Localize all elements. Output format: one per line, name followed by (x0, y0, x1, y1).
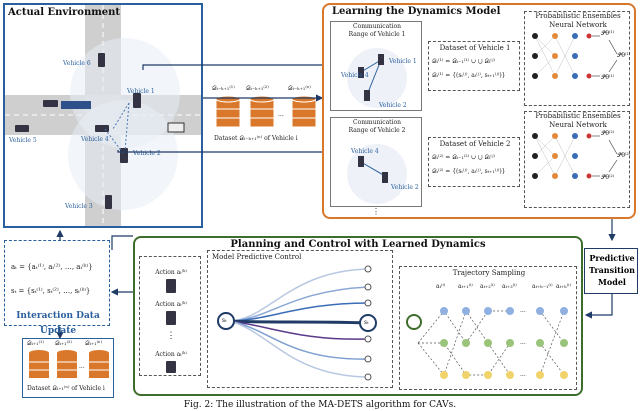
neural-network-1 (532, 33, 618, 79)
ensemble1-output-c: 𝒫̂θ⁽¹⁾ (601, 74, 615, 81)
database-cylinders-top (215, 96, 317, 128)
dataset-top-group: 𝒟ᵢ₋ₕ₊₁⁽¹⁾ 𝒟ᵢ₋ₕ₊₁⁽²⁾ 𝒟ᵢ₋ₕ₊₁⁽ⁿ⁾ ... Datase… (210, 85, 320, 150)
planning-title: Planning and Control with Learned Dynami… (230, 239, 486, 250)
action-label-2: Action aₜ⁽ᵏ⁾ (155, 301, 187, 308)
update-label-1: 𝒟ᵢ₊₁⁽¹⁾ (27, 340, 44, 347)
mpc-box: Model Predictive Control sₜ sₜ (207, 250, 393, 388)
comm-range-2: Communication Range of Vehicle 2 Vehicle… (330, 117, 422, 207)
comm-vdots: ⋮ (372, 207, 380, 216)
update-box: 𝒟ᵢ₊₁⁽¹⁾ 𝒟ᵢ₊₁⁽²⁾ 𝒟ᵢ₊₁⁽ⁿ⁾ ... Dataset 𝒟ᵢ₊₁… (22, 338, 114, 398)
learning-title: Learning the Dynamics Model (332, 6, 501, 17)
st-node-circle (406, 314, 422, 330)
comm1-line2: Range of Vehicle 1 (348, 31, 406, 38)
vehicle-label-4: Vehicle 4 (81, 136, 109, 143)
predictive-line3: Model (598, 277, 626, 287)
dataset-top-label-2: 𝒟ᵢ₋ₕ₊₁⁽²⁾ (246, 85, 269, 92)
ensemble1-output-a: 𝒫̂θ⁽¹⁾ (601, 30, 615, 37)
dataset-top-label-1: 𝒟ᵢ₋ₕ₊₁⁽¹⁾ (212, 85, 235, 92)
update-label-n: 𝒟ᵢ₊₁⁽ⁿ⁾ (85, 340, 103, 347)
comm1-vehicle-1: Vehicle 1 (389, 58, 417, 65)
actual-environment-panel: Actual Environment Vehicle 6 Vehicle 1 V… (3, 3, 203, 228)
vehicle-label-1: Vehicle 1 (127, 88, 155, 95)
interaction-line1: aₜ = {aₜ⁽¹⁾, aₜ⁽²⁾, …, aₜ⁽ᵏ⁾} (11, 263, 93, 271)
comm2-vehicle-2: Vehicle 2 (391, 184, 419, 191)
dataset-vehicle-1-box: Dataset of Vehicle 1 𝒟ᵢ⁽¹⁾ = 𝒟ᵢ₋₁⁽¹⁾ ∪ ⋃… (428, 41, 520, 91)
comm1-line1: Communication (353, 23, 401, 30)
comm1-vehicle-2: Vehicle 2 (379, 102, 407, 109)
neural-network-2 (532, 133, 618, 179)
mpc-label: Model Predictive Control (212, 253, 302, 261)
mpc-st-right: sₜ (364, 319, 369, 326)
comm1-diagram (347, 48, 407, 108)
interaction-line2: sₜ = {sₜ⁽¹⁾, sₜ⁽²⁾, …, sₜ⁽ᵏ⁾} (11, 287, 91, 295)
comm1-vehicle-4: Vehicle 4 (341, 72, 369, 79)
trajectory-grid (417, 307, 568, 379)
predictive-transition-box: Predictive Transition Model (584, 248, 638, 294)
traj-dash-3: ... (520, 371, 526, 378)
comm2-line2: Range of Vehicle 2 (348, 127, 406, 134)
vehicle-label-5: Vehicle 5 (9, 137, 37, 144)
ensemble1-label-1: Probabilistic Ensembles (535, 12, 621, 20)
ensemble-box-2: Probabilistic Ensembles Neural Network 𝒫… (524, 111, 630, 208)
learning-panel: Learning the Dynamics Model Communicatio… (322, 3, 636, 219)
environment-map (5, 5, 201, 226)
predictive-line2: Transition (588, 265, 635, 275)
ensemble2-output-c: 𝒫̂θ⁽²⁾ (601, 174, 615, 181)
dataset-vehicle-2-box: Dataset of Vehicle 2 𝒟ᵢ⁽²⁾ = 𝒟ᵢ₋₁⁽²⁾ ∪ ⋃… (428, 137, 520, 187)
dataset1-title: Dataset of Vehicle 1 (439, 44, 511, 52)
traj-col-6: aₜ₊ₕ⁽ⁱ⁾ (556, 283, 571, 290)
comm2-vehicle-4: Vehicle 4 (351, 148, 379, 155)
trajectory-sampling-box: Trajectory Sampling aₜ⁽ⁱ⁾ aₜ₊₁⁽ⁱ⁾ aₜ₊₂⁽ⁱ… (399, 266, 577, 390)
ensemble2-output-a: 𝒫̂θ⁽²⁾ (601, 130, 615, 137)
comm-range-1: Communication Range of Vehicle 1 Vehicle… (330, 21, 422, 111)
interaction-title: Interaction Data (16, 311, 100, 321)
dataset1-line2: 𝒟ᵢ⁽¹⁾ = {(sₜ⁽ʲ⁾, aₜ⁽ʲ⁾, sₜ₊₁⁽ʲ⁾)} (432, 72, 506, 79)
traj-col-3: aₜ₊₂⁽ⁱ⁾ (480, 283, 495, 290)
traj-col-2: aₜ₊₁⁽ⁱ⁾ (458, 283, 473, 290)
action-label-1: Action aₜ⁽ᵏ⁾ (155, 269, 187, 276)
update-caption: Dataset 𝒟ᵢ₊₁⁽ⁿ⁾ of Vehicle i (27, 385, 105, 392)
dataset2-line2: 𝒟ᵢ⁽²⁾ = {(sₜ⁽ʲ⁾, aₜ⁽ʲ⁾, sₜ₊₁⁽ʲ⁾)} (432, 168, 506, 175)
action-label-3: Action aₜ⁽ᵏ⁾ (155, 351, 187, 358)
ensemble2-label-1: Probabilistic Ensembles (535, 112, 621, 120)
action-dots: ⋮ (166, 331, 176, 341)
database-cylinders-update (29, 350, 109, 378)
ensemble1-output-b: 𝒫̂θ⁽¹⁾ (617, 52, 631, 59)
dataset-top-caption: Dataset 𝒟ᵢ₋ₕ₊₁⁽ⁿ⁾ of Vehicle i (214, 135, 298, 142)
interaction-data-box: aₜ = {aₜ⁽¹⁾, aₜ⁽²⁾, …, aₜ⁽ᵏ⁾} sₜ = {sₜ⁽¹… (4, 240, 110, 326)
traj-col-1: aₜ⁽ⁱ⁾ (436, 283, 446, 290)
traj-col-4: aₜ₊₃⁽ⁱ⁾ (502, 283, 517, 290)
dataset-top-dots: ... (278, 111, 284, 118)
vehicle-label-2: Vehicle 2 (133, 150, 161, 157)
traj-title: Trajectory Sampling (452, 269, 526, 277)
planning-panel: Planning and Control with Learned Dynami… (133, 236, 583, 396)
vehicle-label-3: Vehicle 3 (65, 203, 93, 210)
ensemble2-output-b: 𝒫̂θ⁽²⁾ (617, 152, 631, 159)
traj-dash-2: ... (520, 339, 526, 346)
vehicle-label-6: Vehicle 6 (63, 60, 91, 67)
comm2-diagram (347, 144, 407, 204)
dataset2-title: Dataset of Vehicle 2 (439, 140, 511, 148)
dataset2-line1: 𝒟ᵢ⁽²⁾ = 𝒟ᵢ₋₁⁽²⁾ ∪ ⋃ 𝒟ᵢ⁽ʲ⁾ (432, 154, 495, 161)
predictive-line1: Predictive (589, 253, 635, 263)
mpc-trajectories (217, 265, 377, 381)
figure-caption: Fig. 2: The illustration of the MA-DETS … (183, 400, 457, 410)
dataset-top-label-n: 𝒟ᵢ₋ₕ₊₁⁽ⁿ⁾ (288, 85, 311, 92)
update-dots: ... (79, 363, 85, 370)
traj-col-5: aₜ₊ₕ₋₁⁽ⁱ⁾ (532, 283, 553, 290)
traj-dash-1: ... (520, 307, 526, 314)
ensemble-box-1: Probabilistic Ensembles Neural Network 𝒫… (524, 11, 630, 106)
update-title: Update (40, 326, 77, 336)
ensemble2-label-2: Neural Network (549, 121, 607, 129)
update-label-2: 𝒟ᵢ₊₁⁽²⁾ (55, 340, 72, 347)
mpc-st-left: sₜ (222, 317, 227, 324)
ensemble1-label-2: Neural Network (549, 21, 607, 29)
environment-title: Actual Environment (8, 7, 121, 18)
action-car-icons (166, 279, 176, 373)
dataset1-line1: 𝒟ᵢ⁽¹⁾ = 𝒟ᵢ₋₁⁽¹⁾ ∪ ⋃ 𝒟ᵢ⁽ʲ⁾ (432, 58, 495, 65)
actions-box: Action aₜ⁽ᵏ⁾ Action aₜ⁽ᵏ⁾ ⋮ Action aₜ⁽ᵏ⁾ (139, 256, 201, 376)
comm2-line1: Communication (353, 119, 401, 126)
